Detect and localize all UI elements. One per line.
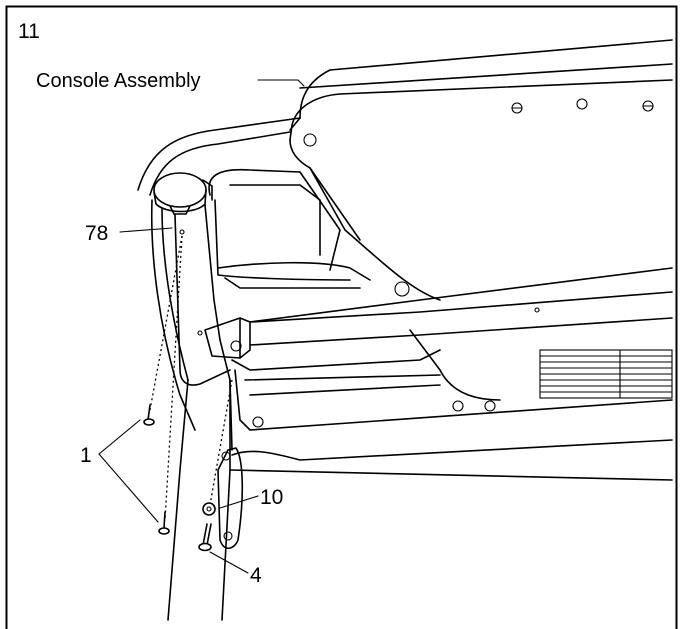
leader-lines — [98, 79, 305, 574]
part-10-label: 10 — [260, 486, 283, 509]
diagram-frame — [5, 5, 678, 629]
lower-rail — [217, 439, 673, 550]
console-assembly-label: Console Assembly — [36, 70, 201, 92]
left-upright — [150, 172, 233, 621]
part-78-label: 78 — [85, 222, 108, 245]
console-assembly — [137, 39, 673, 301]
part-1-label: 1 — [80, 444, 92, 467]
step-number: 11 — [18, 20, 40, 43]
hardware — [143, 235, 233, 552]
part-4-label: 4 — [250, 564, 262, 587]
crossbar — [204, 267, 673, 431]
